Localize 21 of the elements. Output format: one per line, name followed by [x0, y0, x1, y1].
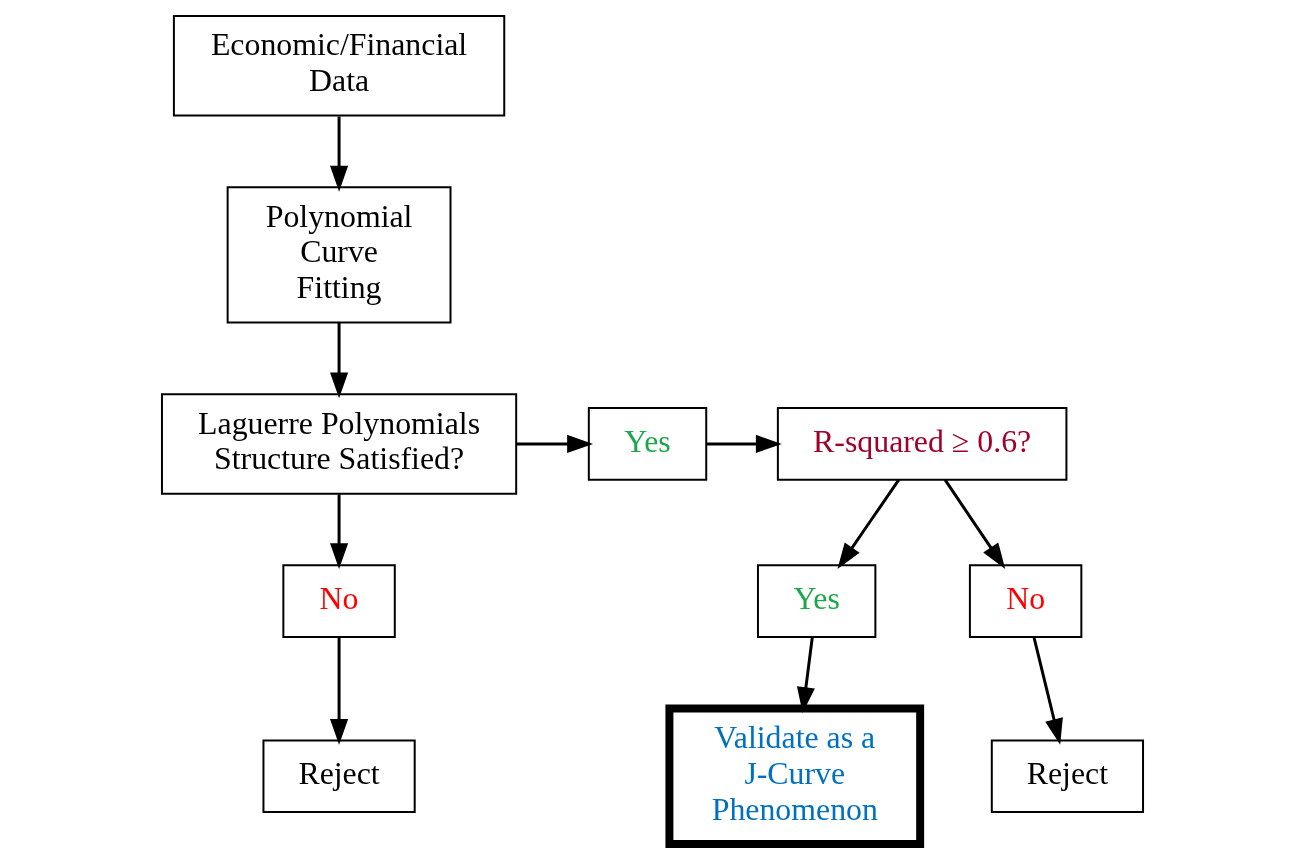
arrow — [330, 494, 349, 570]
node-box: Reject — [262, 739, 416, 814]
arrow — [1032, 637, 1063, 745]
arrow — [330, 322, 349, 399]
arrow — [330, 637, 349, 745]
node-box: Validate as a J-Curve Phenomenon — [665, 704, 925, 848]
node-box: Polynomial Curve Fitting — [226, 186, 452, 324]
arrow — [837, 479, 900, 569]
node-box: Yes — [756, 564, 877, 638]
node-box: No — [968, 564, 1083, 638]
node-box: Yes — [587, 407, 708, 481]
arrow — [706, 434, 782, 453]
node-box: Reject — [990, 739, 1145, 814]
arrow — [943, 479, 1006, 569]
arrow — [516, 434, 594, 453]
arrow — [330, 116, 349, 192]
node-box: No — [282, 564, 396, 638]
node-box: Economic/Financial Data — [172, 15, 506, 117]
arrow — [796, 637, 815, 714]
node-box: Laguerre Polynomials Structure Satisfied? — [160, 393, 518, 495]
node-box: R-squared ≥ 0.6? — [776, 407, 1068, 481]
